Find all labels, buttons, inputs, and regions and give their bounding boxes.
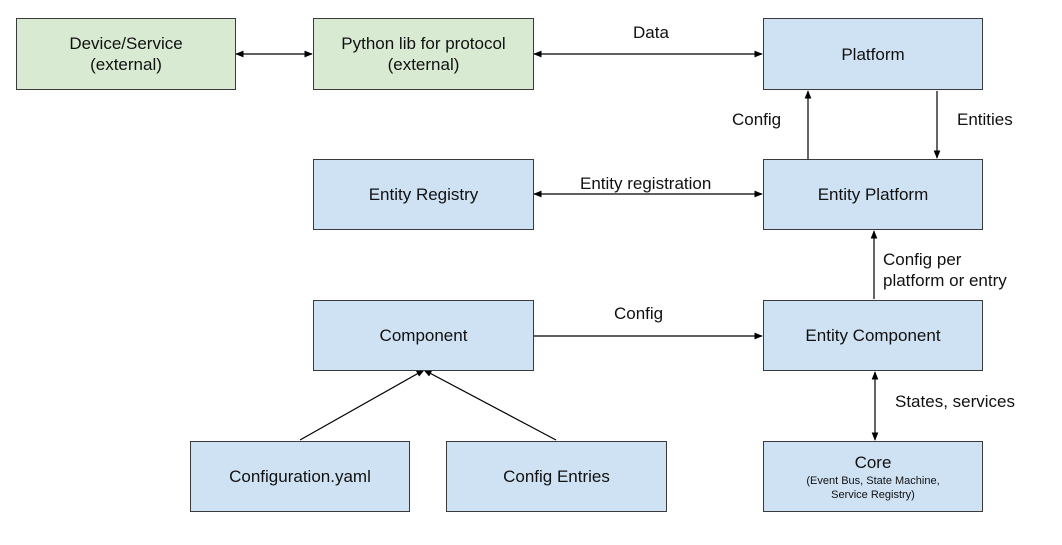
config-entries-title: Config Entries <box>503 467 610 486</box>
core-title: Core <box>854 452 892 472</box>
platform-title: Platform <box>841 44 905 64</box>
entity-registry-title: Entity Registry <box>368 185 479 204</box>
edge-label-config-component: Config <box>614 304 664 323</box>
device-service-title: Device/Service (external) <box>69 34 183 74</box>
entity-platform-node: Entity Platform <box>763 159 983 230</box>
entity-component-node: Entity Component <box>763 300 983 371</box>
edge-label-entity-registration: Entity registration <box>580 174 712 193</box>
python-lib-title: Python lib for protocol (external) <box>341 34 506 74</box>
edge-label-entities: Entities <box>957 110 1013 129</box>
component-title: Component <box>379 326 468 345</box>
platform-node: Platform <box>763 18 983 90</box>
entity-component-title: Entity Component <box>805 326 941 345</box>
edge-label-data: Data <box>633 23 669 42</box>
edge-config-entries-to-component <box>423 369 557 441</box>
python-lib-node: Python lib for protocol (external) <box>313 18 534 90</box>
core-node: Core (Event Bus, State Machine, Service … <box>763 441 983 512</box>
edge-configuration-yaml-to-component <box>299 369 425 441</box>
edge-label-config-up: Config <box>732 110 782 129</box>
core-subtitle: (Event Bus, State Machine, Service Regis… <box>806 474 940 501</box>
edge-label-config-per-platform: Config per platform or entry <box>883 250 1007 290</box>
configuration-yaml-title: Configuration.yaml <box>229 467 371 486</box>
edge-label-states-services: States, services <box>895 392 1015 411</box>
configuration-yaml-node: Configuration.yaml <box>190 441 410 512</box>
entity-platform-title: Entity Platform <box>817 185 929 204</box>
device-service-node: Device/Service (external) <box>16 18 236 90</box>
entity-registry-node: Entity Registry <box>313 159 534 230</box>
config-entries-node: Config Entries <box>446 441 667 512</box>
component-node: Component <box>313 300 534 371</box>
